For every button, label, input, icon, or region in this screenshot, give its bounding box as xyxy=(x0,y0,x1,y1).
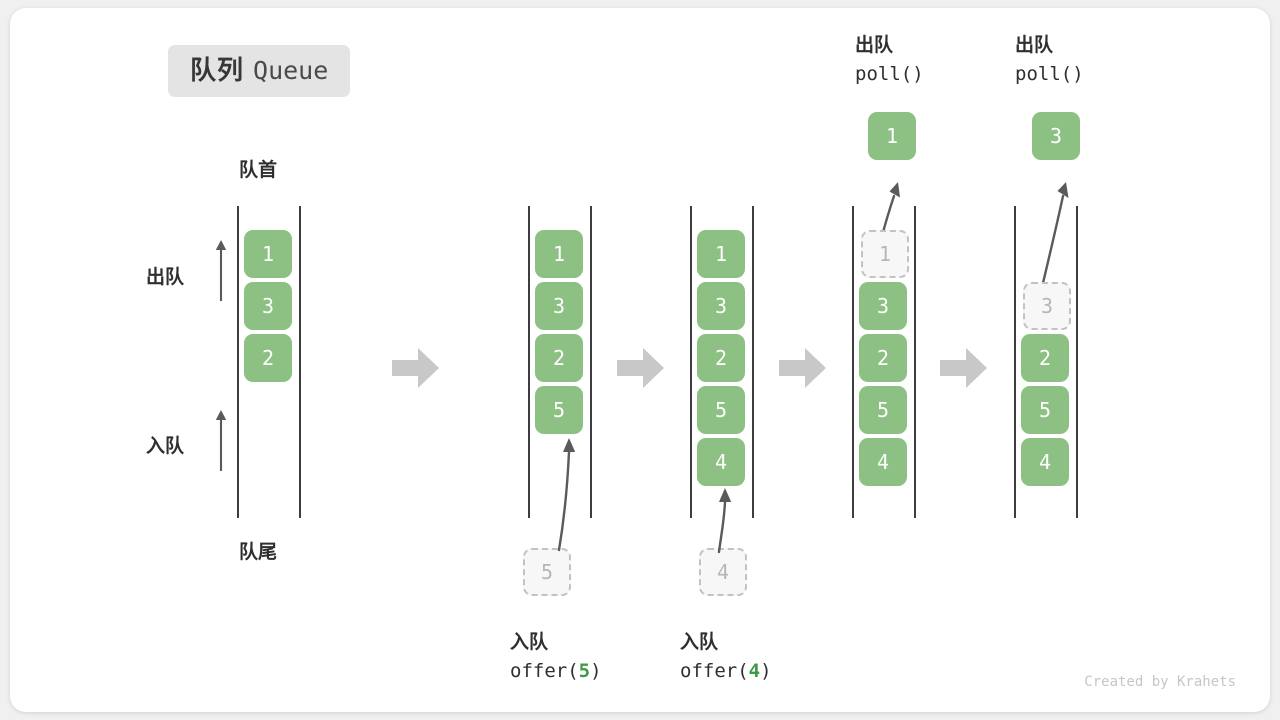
operation-caption-offer-5: 入队 offer(5) xyxy=(510,628,602,687)
caption-code: offer(4) xyxy=(680,657,772,686)
operation-caption-offer-4: 入队 offer(4) xyxy=(680,628,772,687)
label-enqueue: 入队 xyxy=(146,436,185,457)
caption-code: offer(5) xyxy=(510,657,602,686)
caption-fn: offer( xyxy=(680,660,749,683)
incoming-element-ghost: 5 xyxy=(523,548,571,596)
caption-arg: 5 xyxy=(578,660,591,683)
rail-right xyxy=(590,206,592,518)
title-chinese: 队列 xyxy=(190,55,245,85)
step-arrow-icon xyxy=(617,348,664,388)
queue-element: 4 xyxy=(859,438,907,486)
caption-close: ) xyxy=(760,660,772,683)
footer-credit: Created by Krahets xyxy=(1084,674,1236,690)
rail-right xyxy=(299,206,301,518)
rail-right xyxy=(1076,206,1078,518)
step-arrow-icon xyxy=(392,348,439,388)
operation-caption-poll-1: 出队 poll() xyxy=(855,31,924,90)
label-queue-tail: 队尾 xyxy=(239,542,278,563)
diagram-card: 队列 Queue 队首 队尾 出队 入队 1 3 2 xyxy=(10,8,1270,712)
dequeued-element-ghost: 1 xyxy=(861,230,909,278)
caption-fn: offer( xyxy=(510,660,579,683)
step-arrow-icon xyxy=(779,348,826,388)
step-arrow-icon xyxy=(940,348,987,388)
enqueue-direction-arrow-icon xyxy=(215,410,227,471)
enqueue-curved-arrow-icon xyxy=(717,488,732,554)
queue-element: 2 xyxy=(697,334,745,382)
queue-element: 2 xyxy=(244,334,292,382)
queue-element: 3 xyxy=(244,282,292,330)
queue-element: 5 xyxy=(697,386,745,434)
title-english: Queue xyxy=(253,56,329,85)
queue-element: 4 xyxy=(1021,438,1069,486)
queue-element: 3 xyxy=(697,282,745,330)
dequeued-element-ghost: 3 xyxy=(1023,282,1071,330)
enqueue-curved-arrow-icon xyxy=(557,438,576,552)
queue-element: 1 xyxy=(244,230,292,278)
rail-left xyxy=(1014,206,1016,518)
queue-element: 3 xyxy=(859,282,907,330)
queue-element: 2 xyxy=(535,334,583,382)
caption-code: poll() xyxy=(855,63,924,86)
caption-close: ) xyxy=(590,660,602,683)
rail-left xyxy=(690,206,692,518)
queue-element-new: 4 xyxy=(697,438,745,486)
rail-right xyxy=(914,206,916,518)
queue-element: 2 xyxy=(859,334,907,382)
caption-code: poll() xyxy=(1015,63,1084,86)
rail-left xyxy=(528,206,530,518)
operation-caption-poll-3: 出队 poll() xyxy=(1015,31,1084,90)
queue-element: 2 xyxy=(1021,334,1069,382)
caption-arg: 4 xyxy=(748,660,761,683)
queue-element: 1 xyxy=(697,230,745,278)
label-queue-head: 队首 xyxy=(239,160,278,181)
diagram-title-badge: 队列 Queue xyxy=(168,45,351,97)
caption-chinese: 入队 xyxy=(510,632,549,653)
popped-element: 1 xyxy=(868,112,916,160)
queue-element: 1 xyxy=(535,230,583,278)
dequeue-direction-arrow-icon xyxy=(215,240,227,301)
queue-element: 3 xyxy=(535,282,583,330)
rail-left xyxy=(237,206,239,518)
caption-chinese: 出队 xyxy=(855,35,894,56)
queue-element: 5 xyxy=(1021,386,1069,434)
queue-element: 5 xyxy=(859,386,907,434)
caption-chinese: 出队 xyxy=(1015,35,1054,56)
rail-left xyxy=(852,206,854,518)
label-dequeue: 出队 xyxy=(146,267,185,288)
diagram-canvas: 队列 Queue 队首 队尾 出队 入队 1 3 2 xyxy=(10,8,1270,712)
caption-chinese: 入队 xyxy=(680,632,719,653)
rail-right xyxy=(752,206,754,518)
popped-element: 3 xyxy=(1032,112,1080,160)
queue-element-new: 5 xyxy=(535,386,583,434)
incoming-element-ghost: 4 xyxy=(699,548,747,596)
